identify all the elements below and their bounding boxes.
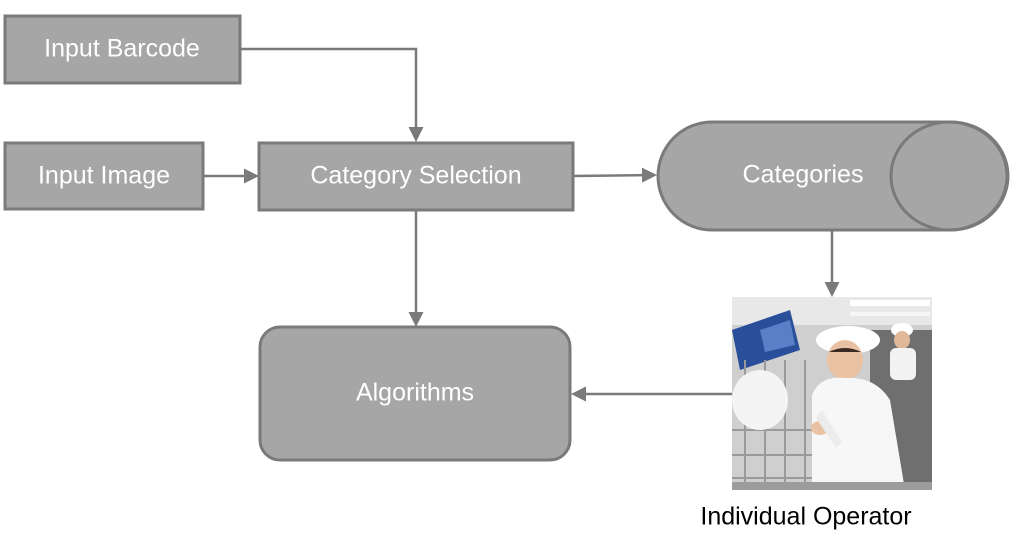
individual-operator-caption: Individual Operator [700, 503, 911, 531]
node-category-selection: Category Selection [257, 141, 575, 212]
node-algorithms: Algorithms [258, 325, 572, 462]
node-input-barcode: Input Barcode [3, 14, 242, 85]
categories-cylinder-end [889, 120, 1009, 232]
node-categories: Categories [656, 120, 1010, 232]
edges [203, 47, 840, 402]
algorithms-label: Algorithms [356, 379, 474, 407]
categories-label: Categories [743, 161, 864, 189]
category-selection-label: Category Selection [310, 162, 521, 190]
input-barcode-label: Input Barcode [44, 35, 200, 63]
operator-photo [732, 297, 932, 490]
edge-selection-to-categories [572, 167, 657, 183]
input-image-label: Input Image [38, 162, 170, 190]
edge-barcode-to-selection [240, 47, 424, 142]
node-input-image: Input Image [3, 141, 205, 211]
